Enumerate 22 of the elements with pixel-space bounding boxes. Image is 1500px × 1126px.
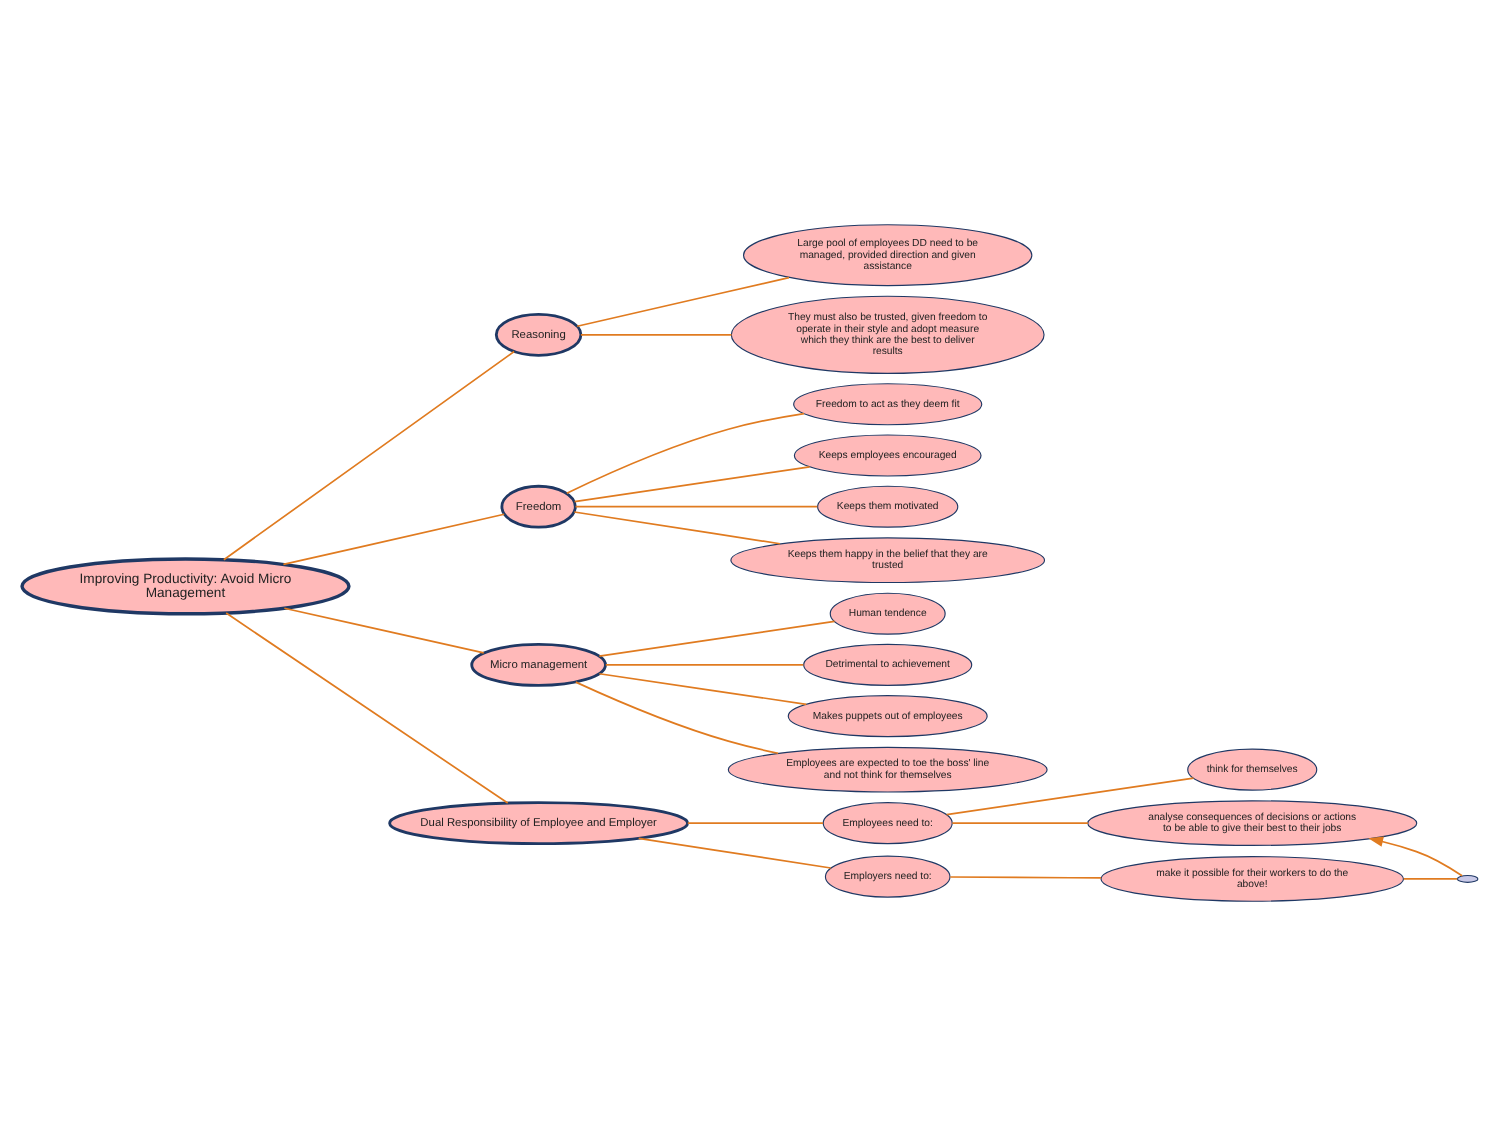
connector — [945, 777, 1195, 816]
connector — [686, 822, 824, 824]
connector — [574, 505, 819, 508]
node-ellipse — [1456, 874, 1479, 883]
connector — [576, 276, 790, 328]
connector — [598, 672, 808, 706]
connector — [573, 465, 811, 503]
connector — [223, 350, 515, 561]
connector — [566, 412, 805, 495]
connector — [574, 681, 780, 755]
connector — [580, 333, 733, 336]
connector — [283, 607, 485, 654]
connector — [951, 822, 1089, 824]
connector — [949, 876, 1102, 879]
arrow — [1368, 836, 1463, 877]
connector — [1402, 878, 1459, 880]
connector — [282, 513, 505, 566]
connector — [604, 664, 805, 666]
connector — [598, 620, 836, 657]
connector — [637, 837, 832, 869]
connector — [573, 511, 781, 545]
connector — [225, 612, 509, 804]
